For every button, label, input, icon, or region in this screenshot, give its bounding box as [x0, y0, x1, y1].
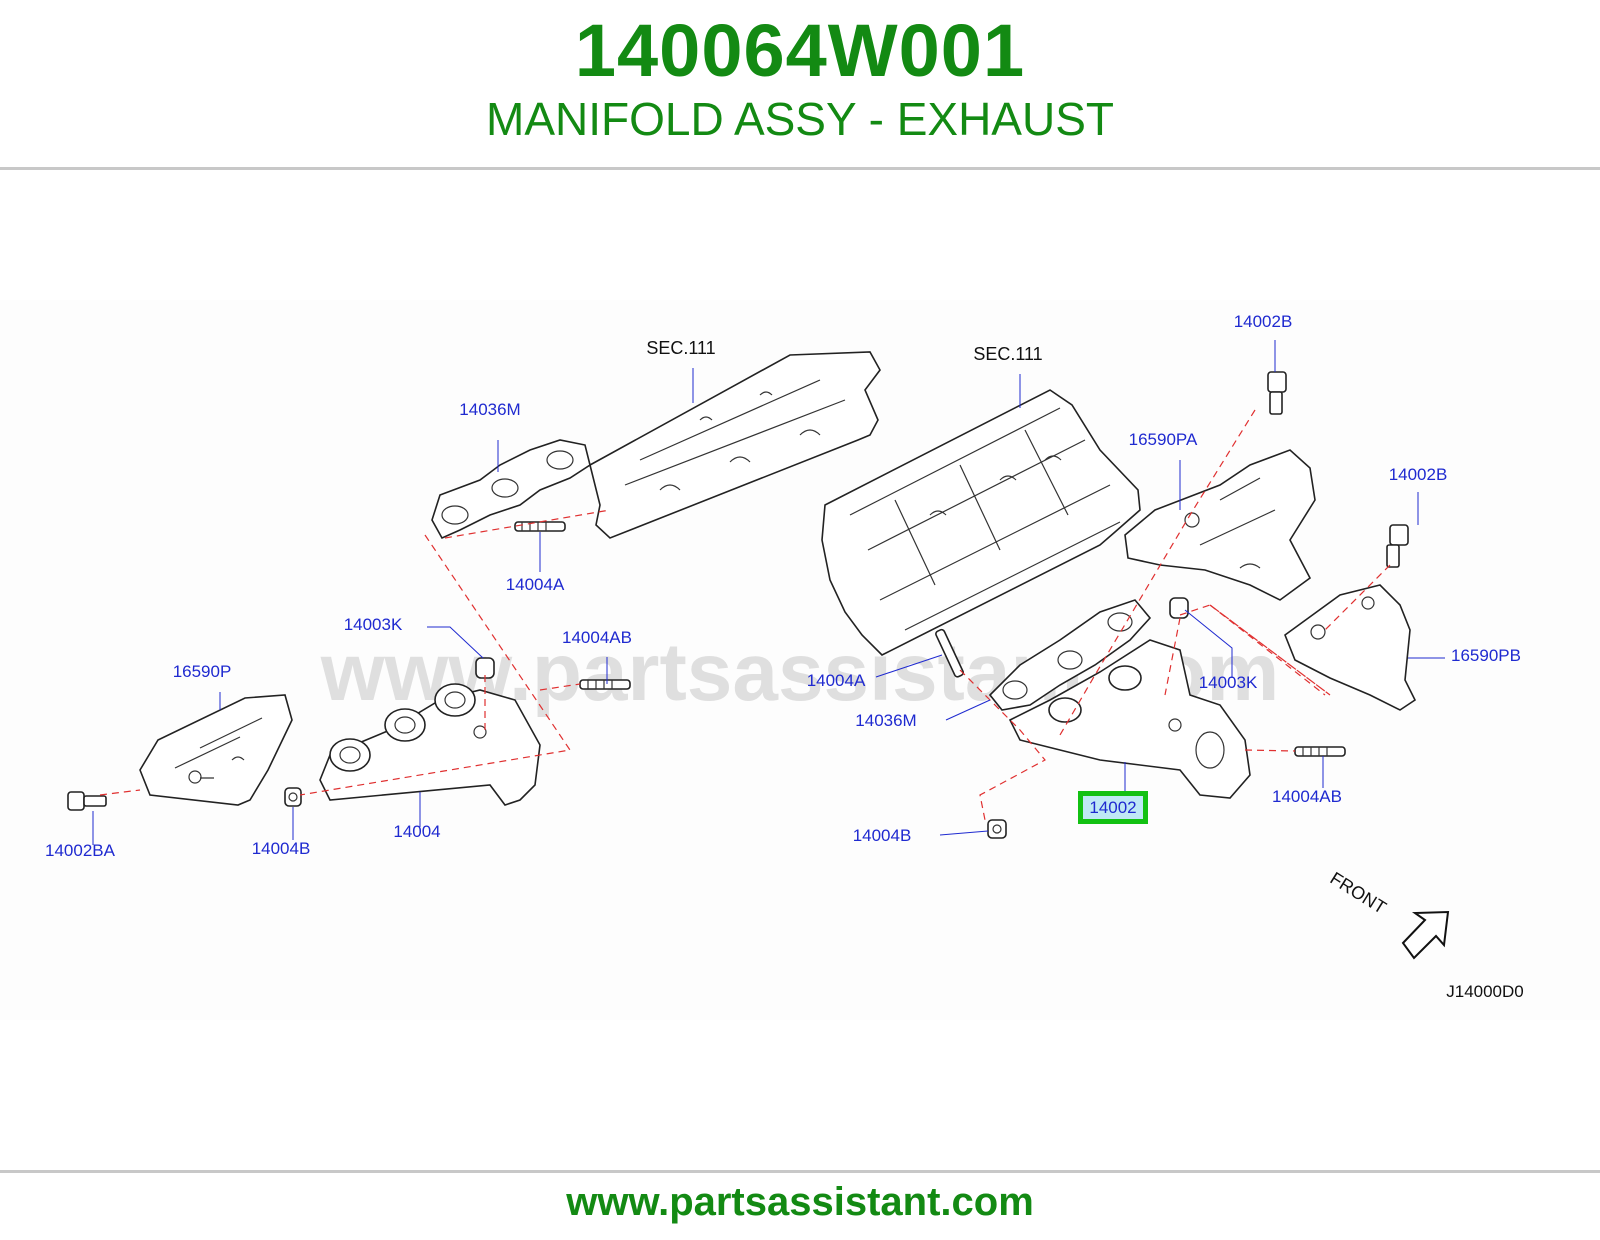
- callout-14004a-right[interactable]: 14004A: [807, 671, 866, 690]
- right-exhaust-manifold: [1008, 639, 1251, 799]
- callout-14004b-right[interactable]: 14004B: [853, 826, 912, 845]
- right-nut: [987, 819, 1007, 839]
- right-heat-insulator-upper: [1124, 449, 1316, 601]
- callout-leaders: [92, 340, 1445, 845]
- callout-14002ba[interactable]: 14002BA: [45, 841, 116, 860]
- callout-14003k-right[interactable]: 14003K: [1199, 673, 1258, 692]
- section-label-left: SEC.111: [646, 338, 715, 358]
- right-cylinder-head: [821, 389, 1141, 656]
- callout-14003k-left[interactable]: 14003K: [344, 615, 403, 634]
- left-exhaust-manifold: [319, 683, 541, 806]
- callout-14036m-right[interactable]: 14036M: [855, 711, 916, 730]
- right-bolt-middle: [1386, 524, 1409, 568]
- callout-14002[interactable]: 14002: [1089, 798, 1136, 817]
- callout-14002b-middle[interactable]: 14002B: [1389, 465, 1448, 484]
- left-nut: [284, 787, 302, 807]
- left-bolt: [67, 791, 107, 811]
- right-bolt-top: [1267, 371, 1287, 415]
- left-heat-insulator: [139, 694, 293, 806]
- left-cylinder-head: [589, 351, 881, 539]
- callout-14002b-top[interactable]: 14002B: [1234, 312, 1293, 331]
- callout-14036m-left[interactable]: 14036M: [459, 400, 520, 419]
- exploded-view-svg: www.partsassistant.com: [45, 312, 1524, 1001]
- right-heat-insulator-lower: [1284, 584, 1417, 711]
- right-gasket: [988, 599, 1152, 711]
- callout-14002-highlight[interactable]: 14002: [1078, 791, 1148, 824]
- part-name-subtitle: MANIFOLD ASSY - EXHAUST: [486, 93, 1114, 145]
- left-stud-long: [579, 679, 631, 690]
- front-label: FRONT: [1327, 868, 1390, 918]
- callout-14004[interactable]: 14004: [393, 822, 440, 841]
- section-label-right: SEC.111: [973, 344, 1042, 364]
- callout-14004b-left[interactable]: 14004B: [252, 839, 311, 858]
- footer-divider: [0, 1170, 1600, 1173]
- left-stud: [514, 521, 566, 532]
- front-arrow-icon: [1401, 910, 1450, 960]
- right-stud: [935, 628, 965, 678]
- callout-14004ab-right[interactable]: 14004AB: [1272, 787, 1342, 806]
- assembly-dashed-lines: [99, 409, 1391, 821]
- callout-16590p[interactable]: 16590P: [173, 662, 232, 681]
- parts-diagram: www.partsassistant.com: [0, 300, 1600, 1020]
- right-stud-long: [1294, 746, 1346, 757]
- left-gasket: [431, 439, 591, 540]
- callout-14004ab-left[interactable]: 14004AB: [562, 628, 632, 647]
- diagram-code: J14000D0: [1446, 982, 1524, 1001]
- part-number-title: 140064W001: [574, 9, 1026, 92]
- front-direction-indicator: FRONT: [1327, 868, 1450, 960]
- highlight-fill: [1083, 796, 1143, 819]
- footer-website-link[interactable]: www.partsassistant.com: [566, 1180, 1034, 1224]
- callout-16590pa[interactable]: 16590PA: [1129, 430, 1198, 449]
- page-header: 140064W001 MANIFOLD ASSY - EXHAUST: [0, 0, 1600, 170]
- callout-14004a-left[interactable]: 14004A: [506, 575, 565, 594]
- right-plug: [1169, 597, 1189, 619]
- callout-16590pb[interactable]: 16590PB: [1451, 646, 1521, 665]
- header-divider: [0, 167, 1600, 170]
